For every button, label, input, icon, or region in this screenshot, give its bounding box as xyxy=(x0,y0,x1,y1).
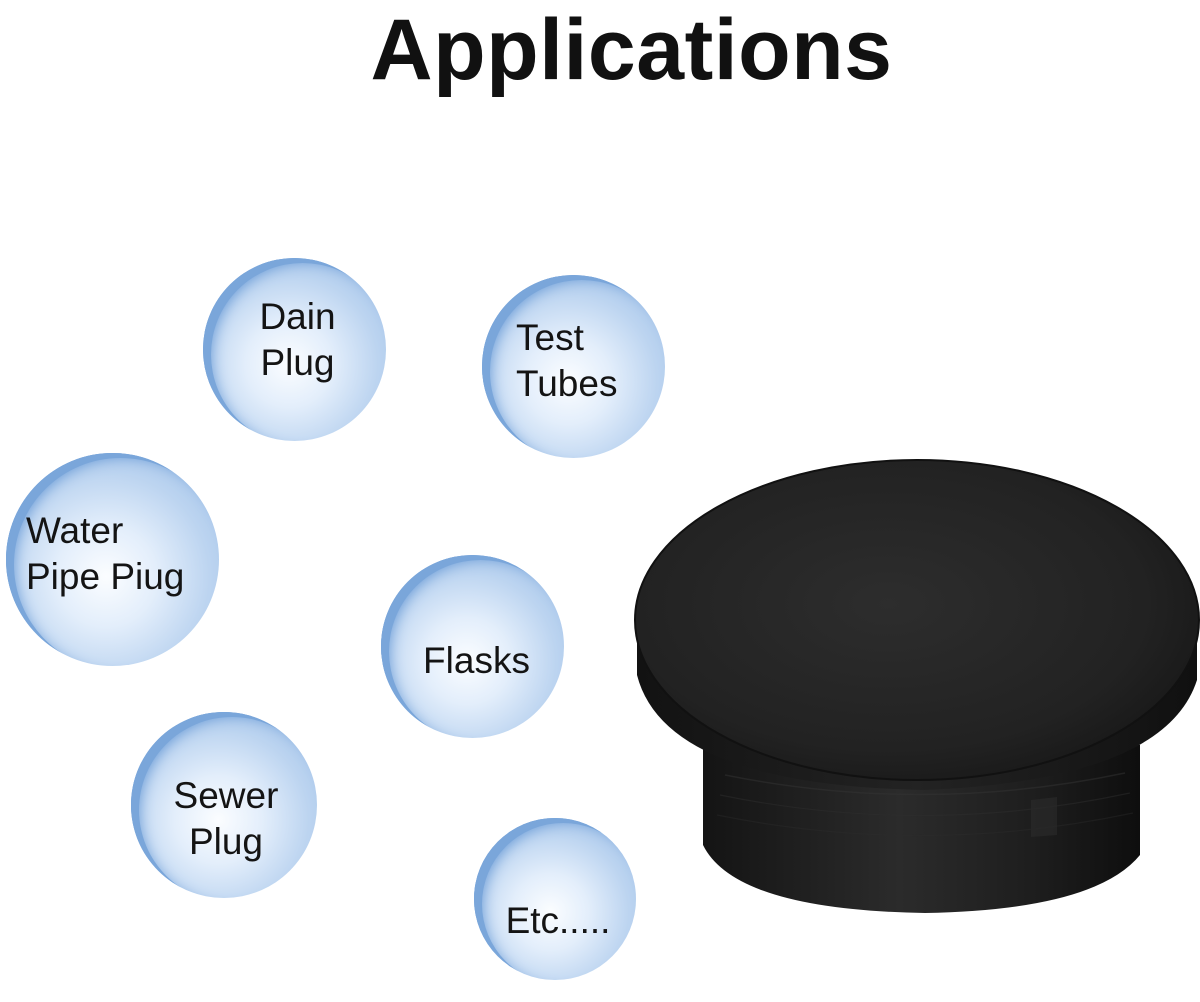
bubble-dain-plug: Dain Plug xyxy=(203,258,386,441)
bubble-label-test-tubes: Test Tubes xyxy=(516,316,618,404)
bubble-water-pipe-plug: Water Pipe Piug xyxy=(6,453,219,666)
bubble-test-tubes: Test Tubes xyxy=(482,275,665,458)
rubber-plug-icon xyxy=(634,459,1200,913)
bubble-label-flasks: Flasks xyxy=(423,639,530,681)
bubble-label-water-pipe-plug: Water Pipe Piug xyxy=(26,509,185,597)
bubble-flasks: Flasks xyxy=(381,555,564,738)
bubble-etc: Etc..... xyxy=(474,818,636,980)
page-title: Applications xyxy=(370,2,893,98)
bubble-label-etc: Etc..... xyxy=(505,900,611,941)
bubble-label-dain-plug: Dain Plug xyxy=(259,295,336,383)
bubble-label-sewer-plug: Sewer Plug xyxy=(173,775,279,862)
bubble-sewer-plug: Sewer Plug xyxy=(131,712,317,898)
